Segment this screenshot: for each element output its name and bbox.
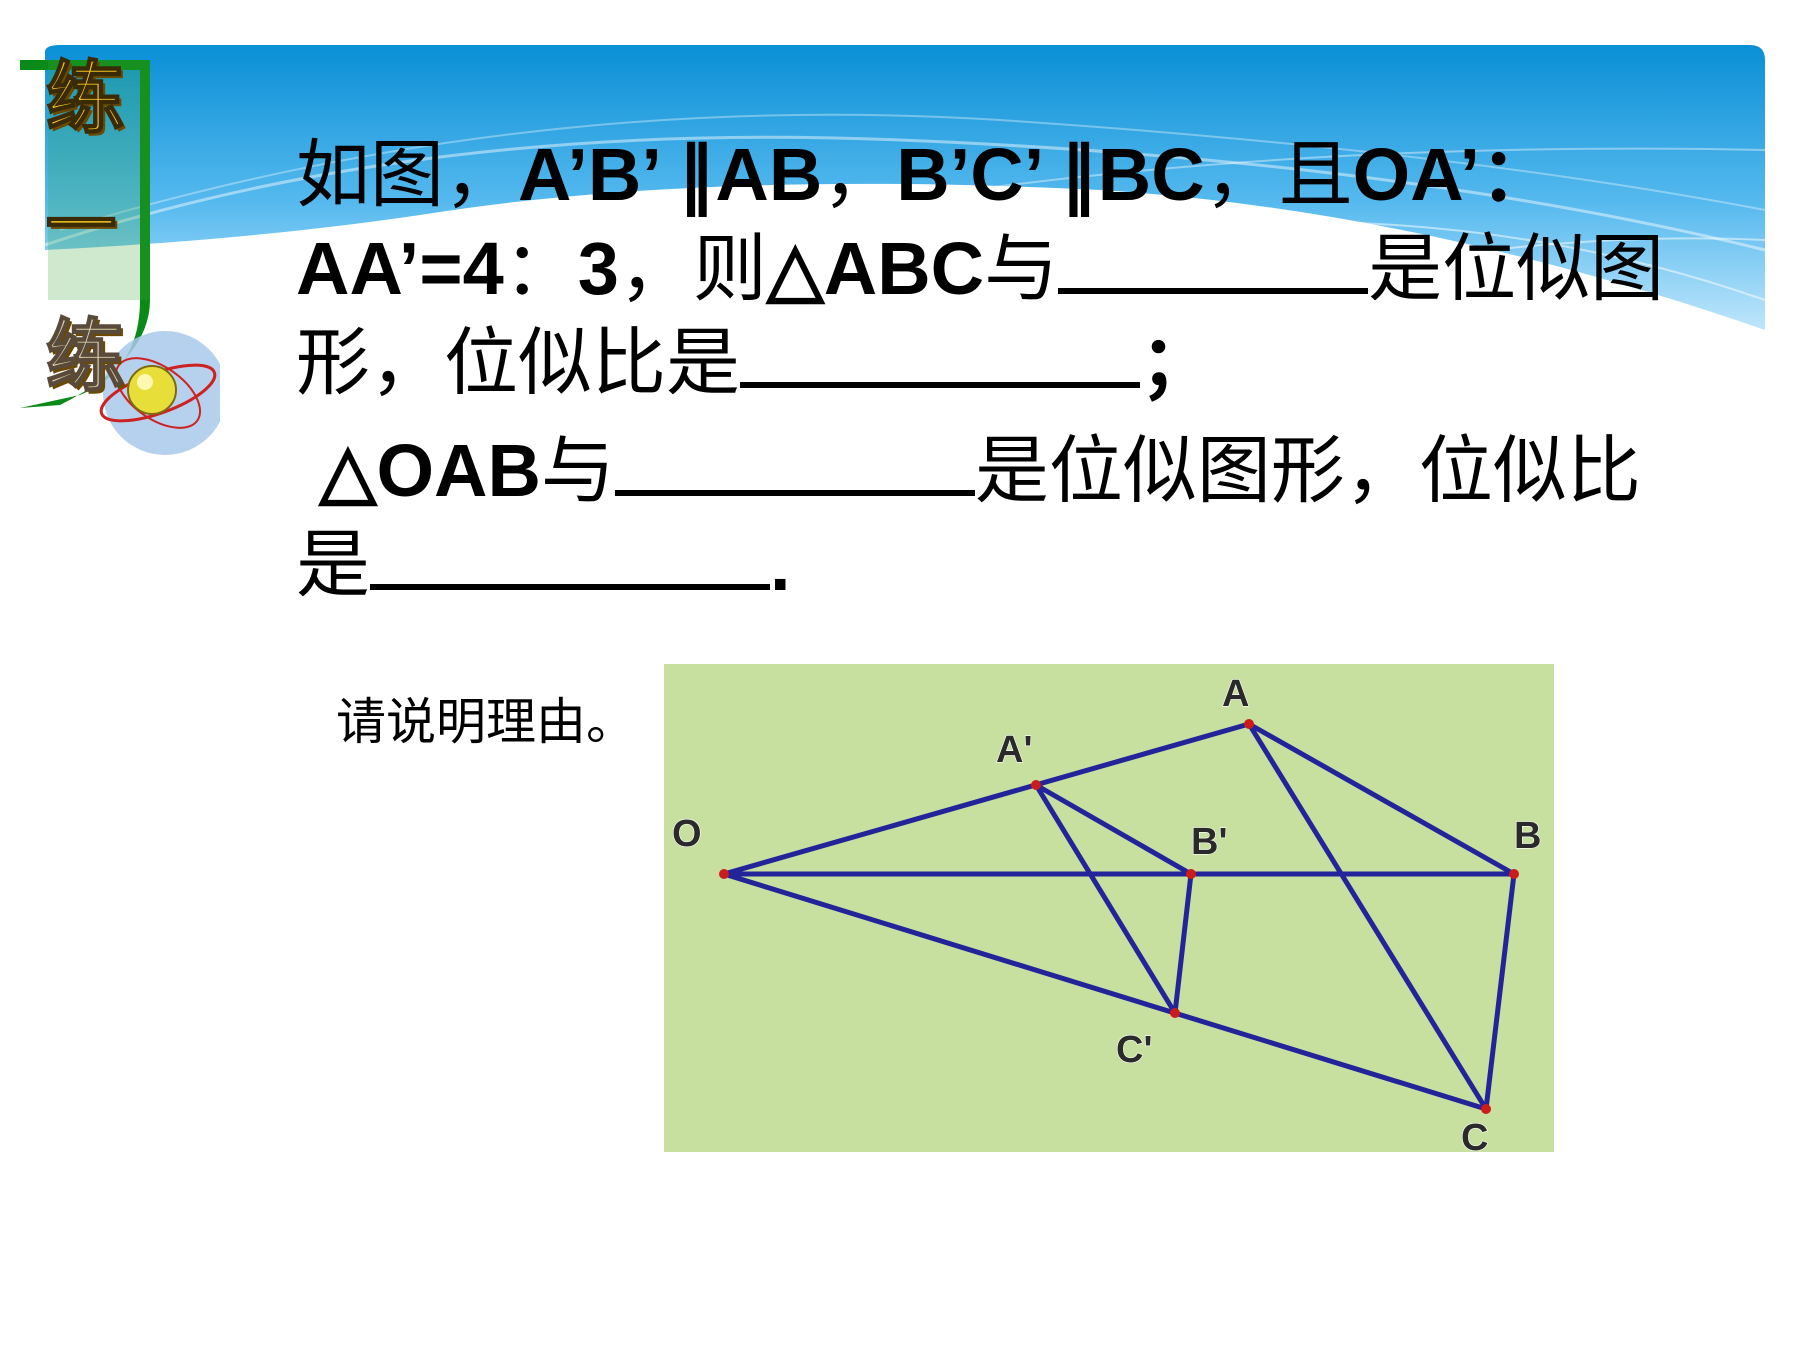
- q-math: 3: [577, 227, 619, 310]
- point-o: [719, 869, 729, 879]
- geometry-figure: O A B C A' B' C': [664, 664, 1554, 1152]
- answer-blank-1[interactable]: [1058, 226, 1369, 294]
- q-text: 是位似图: [1368, 226, 1665, 312]
- side-label-char-2: 一: [45, 183, 117, 266]
- q-text: ：: [503, 226, 578, 312]
- question-line-1: 如图，A’B’ ∥AB，B’C’ ∥BC，且OA’：: [296, 128, 1776, 222]
- point-b1: [1186, 869, 1196, 879]
- q-math: OA’：: [1352, 133, 1555, 216]
- question-line-5: 是.: [296, 518, 1776, 612]
- q-text: 与: [984, 226, 1059, 312]
- label-b: B: [1514, 815, 1541, 857]
- label-b1: B': [1191, 821, 1227, 863]
- point-a1: [1031, 780, 1041, 790]
- q-math: AA’=4: [296, 227, 504, 310]
- label-c: C: [1461, 1117, 1488, 1152]
- segment-b1-c1: [1172, 871, 1194, 1016]
- q-text: 形，位似比是: [296, 320, 740, 406]
- segment-a-c: [1246, 721, 1489, 1112]
- question-line-3: 形，位似比是 ；: [296, 316, 1776, 410]
- q-text: ，: [822, 132, 897, 218]
- q-text: 是: [296, 522, 370, 608]
- q-text: ，则: [618, 226, 767, 312]
- point-a: [1244, 719, 1254, 729]
- question-line-2: AA’=4：3，则△ABC与 是位似图: [296, 222, 1776, 316]
- label-a1: A': [996, 729, 1032, 771]
- header-banner: [44, 45, 1766, 330]
- side-decoration: [20, 60, 220, 455]
- q-math: A’B’ ∥AB: [518, 133, 823, 216]
- q-math: ；: [1140, 321, 1214, 404]
- q-text: 是位似图形，位似比: [974, 428, 1641, 514]
- q-math: B’C’ ∥BC: [896, 133, 1205, 216]
- segment-o-a: [721, 721, 1252, 877]
- answer-blank-3[interactable]: [614, 428, 975, 496]
- q-math: △ABC: [766, 227, 985, 310]
- segment-a-b: [1246, 721, 1517, 877]
- label-a: A: [1222, 673, 1249, 715]
- question-text: 如图，A’B’ ∥AB，B’C’ ∥BC，且OA’： AA’=4：3，则△ABC…: [296, 128, 1776, 612]
- point-b: [1509, 869, 1519, 879]
- q-math: .: [770, 523, 791, 606]
- question-line-4: △OAB与 是位似图形，位似比: [296, 424, 1776, 518]
- point-c1: [1170, 1008, 1180, 1018]
- side-label-char-1: 练: [45, 53, 125, 144]
- hint-text: 请说明理由。: [336, 693, 636, 751]
- answer-blank-2[interactable]: [740, 320, 1140, 388]
- segment-b-c: [1483, 871, 1517, 1112]
- label-c1: C': [1116, 1029, 1152, 1071]
- side-label-char-3: 练: [45, 311, 125, 402]
- q-text: 与: [540, 428, 615, 514]
- segment-o-c: [721, 871, 1489, 1112]
- segment-a1-b1: [1033, 782, 1194, 877]
- q-text: 如图，: [296, 132, 518, 218]
- answer-blank-4[interactable]: [370, 522, 770, 590]
- point-c: [1481, 1104, 1491, 1114]
- q-math: △OAB: [319, 429, 541, 512]
- segment-a1-c1: [1033, 782, 1178, 1016]
- label-o: O: [672, 813, 702, 855]
- q-text: ，且: [1204, 132, 1353, 218]
